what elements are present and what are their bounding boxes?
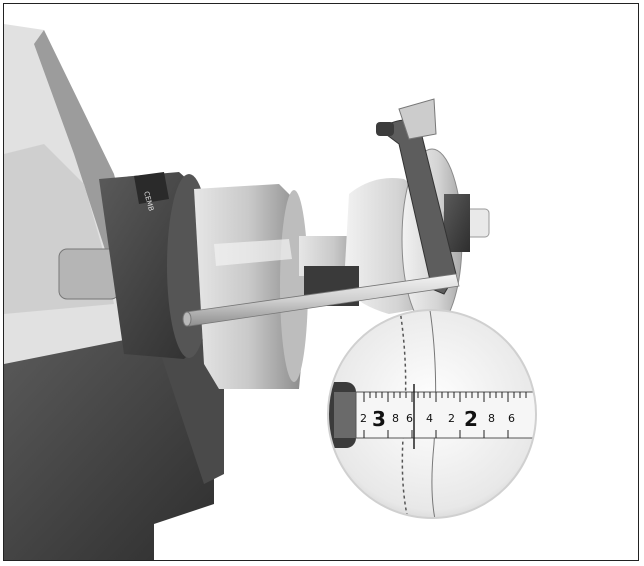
measuring-arm [376, 98, 457, 295]
scale-label: 8 [392, 412, 399, 425]
scale-label: 8 [488, 412, 495, 425]
scale-label: 2 [448, 412, 455, 425]
magnifier-inset: 2 3 8 6 4 2 2 8 6 [327, 309, 537, 519]
wheel-balancer-illustration: CEMB [4, 24, 537, 560]
motor-housing [194, 184, 308, 389]
gauge-rod [182, 273, 460, 327]
tape-ticks [363, 392, 527, 438]
scale-label: 3 [372, 407, 386, 431]
illustration-frame: CEMB [3, 3, 639, 561]
scale-label: 4 [426, 412, 433, 425]
scale-label: 2 [464, 407, 478, 431]
scale-label: 2 [360, 412, 367, 425]
scale-label: 6 [508, 412, 515, 425]
scale-label: 6 [406, 412, 413, 425]
